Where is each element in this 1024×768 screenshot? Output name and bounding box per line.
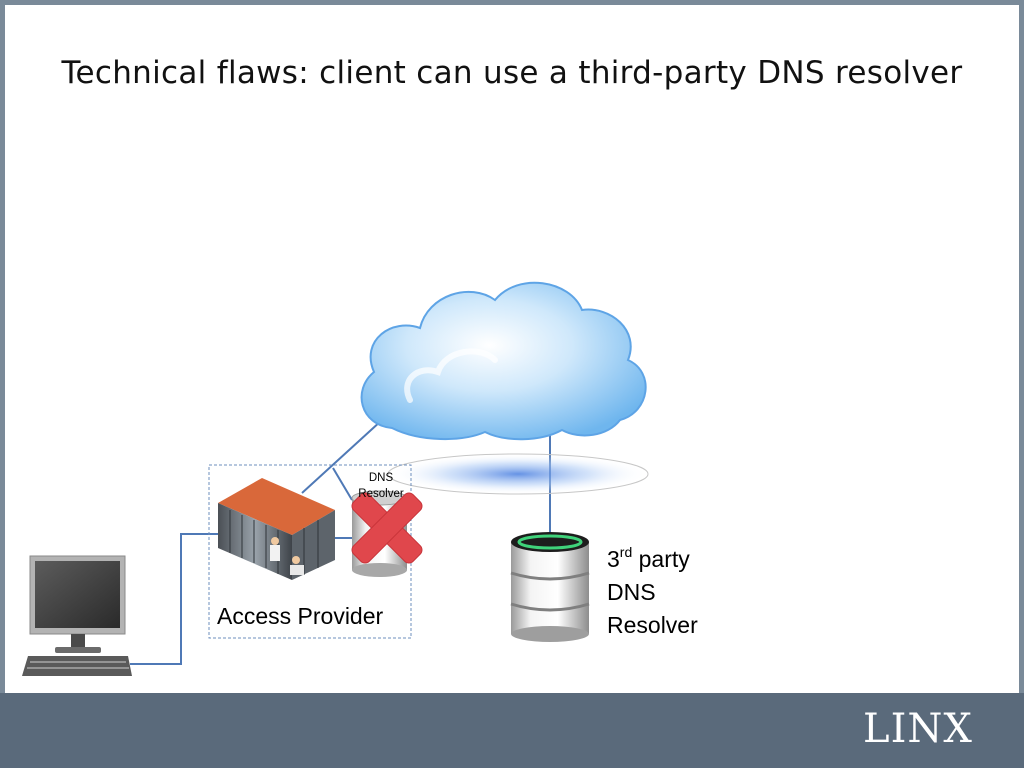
slide-footer [0,693,1024,768]
link-isp-resolver-to-cloud [332,467,353,501]
cloud-shadow [387,453,649,495]
cloud-icon [360,281,647,441]
third-party-superscript: rd [619,544,633,560]
third-party-line-3: Resolver [607,612,698,638]
linx-logo: LINX [863,706,973,752]
link-computer-to-provider [130,533,227,665]
third-party-line-1: 3rd party [607,544,690,572]
computer-icon [22,555,132,676]
database-icon [510,532,590,642]
access-provider-box [208,464,412,639]
third-party-line-1-text: party [632,546,690,572]
isp-dns-resolver-label: DNS Resolver [358,472,404,500]
access-provider-label: Access Provider [217,603,384,629]
third-party-resolver-label: 3rd party DNS Resolver [607,536,698,642]
link-provider-to-cloud [301,419,383,494]
blocked-x-icon [351,492,423,564]
server-building-icon [218,478,335,580]
slide-title: Technical flaws: client can use a third-… [61,55,963,91]
third-party-line-2: DNS [607,579,656,605]
